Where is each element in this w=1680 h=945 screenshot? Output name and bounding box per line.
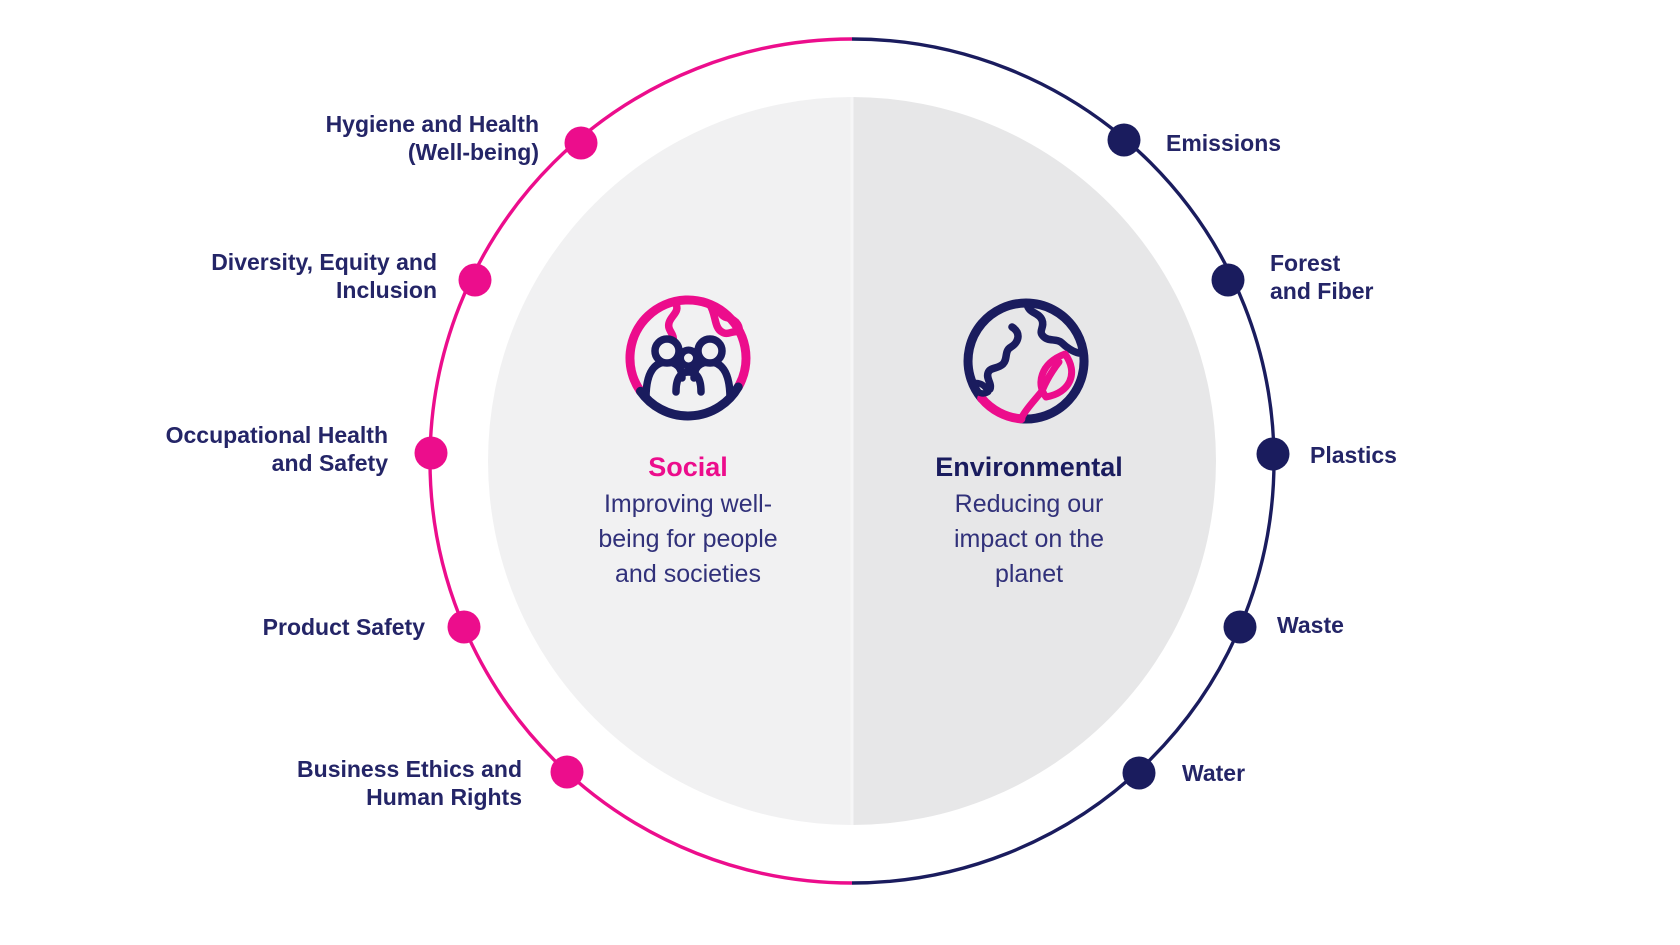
topic-label-line: Business Ethics and [297,756,522,782]
topic-dot-hygiene-health [564,126,598,160]
topic-label-line: Diversity, Equity and [211,249,437,275]
topic-label-diversity-equity-inclusion: Diversity, Equity and Inclusion [211,248,437,304]
topic-dot-plastics [1256,437,1290,471]
topic-label-product-safety: Product Safety [263,613,425,641]
social-half-disc [488,97,852,825]
topic-label-line: (Well-being) [407,139,539,165]
topic-label-emissions: Emissions [1166,129,1281,157]
environmental-description-line: planet [994,560,1064,588]
social-description-line: Improving well- [603,490,773,518]
topic-dot-product-safety [447,610,481,644]
social-description: Improving well- being for people and soc… [538,487,838,592]
topic-label-line: Human Rights [366,784,522,810]
environmental-description-line: Reducing our [954,490,1104,518]
topic-label-line: Emissions [1166,130,1282,156]
topic-label-line: Occupational Health [165,422,388,448]
topic-label-line: Plastics [1310,442,1397,468]
topic-dot-emissions [1107,123,1141,157]
topic-label-line: Inclusion [336,277,437,303]
topic-label-occupational-health-safety: Occupational Health and Safety [166,421,388,477]
topic-dot-diversity-equity-inclusion [458,263,492,297]
environmental-description: Reducing our impact on the planet [879,487,1179,592]
globe-people-icon [625,295,751,421]
topic-label-water: Water [1182,759,1245,787]
topic-dot-waste [1223,610,1257,644]
topic-dot-occupational-health-safety [414,436,448,470]
environmental-description-line: impact on the [953,525,1105,553]
topic-label-business-ethics-human-rights: Business Ethics and Human Rights [297,755,522,811]
topic-label-line: Waste [1277,612,1344,638]
social-description-line: and societies [615,560,761,588]
topic-dot-forest-fiber [1211,263,1245,297]
topic-label-plastics: Plastics [1310,441,1397,469]
social-description-line: being for people [598,525,778,553]
topic-label-forest-fiber: Forest and Fiber [1270,249,1374,305]
topic-label-line: and Fiber [1270,278,1374,304]
topic-label-hygiene-health: Hygiene and Health (Well-being) [326,110,539,166]
environmental-half-disc [852,97,1216,825]
topic-label-line: Forest [1270,250,1341,276]
topic-label-line: Hygiene and Health [325,111,539,137]
topic-label-line: Water [1182,760,1246,786]
topic-label-waste: Waste [1277,611,1344,639]
environmental-heading: Environmental [935,452,1123,482]
topic-dot-business-ethics-human-rights [550,755,584,789]
topic-label-line: Product Safety [262,614,425,640]
social-heading: Social [648,452,728,482]
globe-leaf-icon [963,298,1089,424]
topic-dot-water [1122,756,1156,790]
topic-label-line: and Safety [271,450,388,476]
